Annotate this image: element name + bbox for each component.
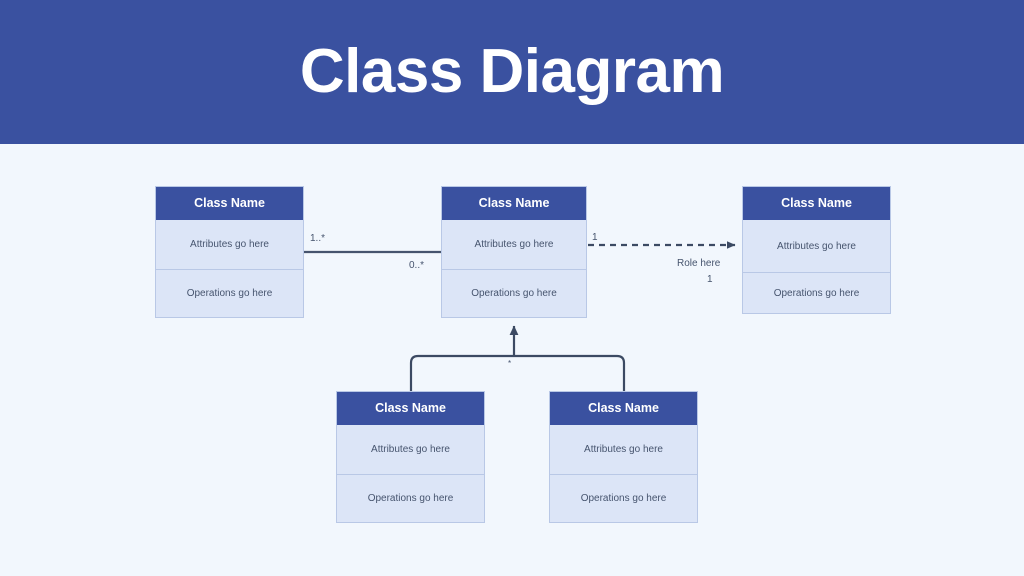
dependency-role-label: Role here <box>677 258 721 269</box>
class-operations-left: Operations go here <box>156 269 303 317</box>
class-name-right: Class Name <box>743 187 890 220</box>
association-target-multiplicity: 0..* <box>409 260 425 271</box>
class-attributes-child-right: Attributes go here <box>550 425 697 474</box>
generalization-multiplicity-label: * <box>508 359 512 368</box>
class-attributes-left: Attributes go here <box>156 220 303 269</box>
class-box-child-left[interactable]: Class Name Attributes go here Operations… <box>336 391 485 523</box>
class-attributes-right: Attributes go here <box>743 220 890 272</box>
page-title: Class Diagram <box>299 37 725 106</box>
class-box-center[interactable]: Class Name Attributes go here Operations… <box>441 186 587 318</box>
class-box-left[interactable]: Class Name Attributes go here Operations… <box>155 186 304 318</box>
class-operations-center: Operations go here <box>442 269 586 317</box>
class-operations-child-right: Operations go here <box>550 474 697 522</box>
connector-generalization-branch-left <box>409 354 514 391</box>
connector-generalization-branch-right <box>514 354 626 391</box>
dependency-target-multiplicity: 1 <box>707 274 713 285</box>
class-attributes-child-left: Attributes go here <box>337 425 484 474</box>
class-operations-right: Operations go here <box>743 272 890 313</box>
header-banner: Class Diagram <box>0 0 1024 144</box>
class-name-child-right: Class Name <box>550 392 697 425</box>
class-name-left: Class Name <box>156 187 303 220</box>
association-source-multiplicity: 1..* <box>310 233 326 244</box>
class-name-child-left: Class Name <box>337 392 484 425</box>
class-attributes-center: Attributes go here <box>442 220 586 269</box>
diagram-canvas: 1..* 0..* 1 Role here 1 * Class Name Att… <box>0 144 1024 576</box>
dependency-source-multiplicity: 1 <box>592 232 598 243</box>
class-name-center: Class Name <box>442 187 586 220</box>
class-operations-child-left: Operations go here <box>337 474 484 522</box>
class-box-child-right[interactable]: Class Name Attributes go here Operations… <box>549 391 698 523</box>
class-box-right[interactable]: Class Name Attributes go here Operations… <box>742 186 891 314</box>
